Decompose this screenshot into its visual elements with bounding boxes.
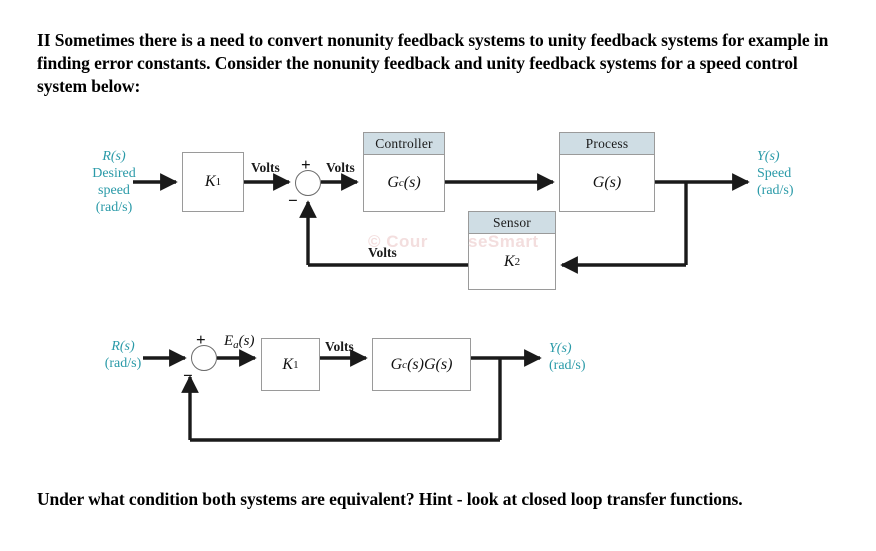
diagram2-output-label: Y(s) (rad/s)	[549, 340, 629, 374]
diagram1-process-body: G(s)	[592, 174, 622, 191]
diagram2-sum-plus-sign: +	[196, 330, 206, 349]
diagram1-output-label: Y(s) Speed (rad/s)	[757, 148, 841, 199]
diagram2-plant-g: G(s)	[423, 355, 453, 373]
diagram1-volts-label-before-sum: Volts	[251, 160, 280, 175]
watermark-part2: seSmart	[468, 232, 539, 251]
diagram1-input-units: (rad/s)	[95, 200, 133, 215]
diagram2-input-label: R(s) (rad/s)	[84, 338, 162, 372]
diagram2-output-symbol: Y(s)	[549, 341, 572, 356]
diagram1-sum-minus-sign: −	[288, 191, 298, 210]
diagram1-input-label: R(s) Desired speed (rad/s)	[76, 148, 152, 216]
diagram1-output-symbol: Y(s)	[757, 149, 780, 164]
diagram2-error-label: Ea(s)	[224, 333, 255, 351]
diagram2-error-tail: (s)	[238, 333, 255, 349]
diagram2-error-sub: a	[233, 339, 239, 351]
question-intro-text: II Sometimes there is a need to convert …	[37, 30, 829, 96]
diagram2-error-e: E	[224, 333, 234, 349]
diagram1-controller-header: Controller	[364, 133, 444, 155]
diagram1-controller-sub: c	[398, 177, 404, 189]
diagram2-gain-subscript: 1	[293, 358, 299, 371]
diagram2-output-units: (rad/s)	[549, 358, 586, 373]
diagram2-plant-tail: (s)	[407, 355, 424, 373]
diagram2-input-symbol: R(s)	[111, 339, 135, 354]
diagram1-sum-plus-sign: +	[301, 155, 311, 174]
diagram1-sensor-header: Sensor	[469, 212, 555, 234]
diagram1-controller-g: G	[387, 174, 399, 191]
diagram1-gain-symbol: K	[204, 173, 216, 190]
diagram2-gain-symbol: K	[282, 355, 294, 373]
diagram1-input-line2: Desired	[92, 166, 136, 181]
diagram1-volts-label-after-sum: Volts	[326, 160, 355, 175]
diagram1-input-symbol: R(s)	[102, 149, 126, 164]
watermark-part1: © Cour	[368, 232, 428, 251]
diagram2-sum-minus-sign: −	[183, 366, 193, 385]
diagram1-process-block: Process G(s)	[559, 132, 655, 212]
diagram2-plant-gc: G	[390, 355, 403, 373]
diagram1-gain-subscript: 1	[215, 176, 222, 188]
diagram2-plant-sub: c	[402, 358, 408, 371]
diagram1-output-line2: Speed	[757, 166, 792, 181]
question-closing-text: Under what condition both systems are eq…	[37, 489, 743, 509]
diagram1-controller-tail: (s)	[403, 174, 421, 191]
diagram1-sensor-k: K	[503, 252, 515, 270]
diagram1-output-units: (rad/s)	[757, 183, 794, 198]
diagram1-process-header: Process	[560, 133, 654, 155]
diagram1-sensor-sub: 2	[514, 255, 521, 268]
diagram1-summing-junction	[295, 170, 321, 196]
diagram2-volts-label: Volts	[325, 339, 354, 354]
diagram1-input-line3: speed	[98, 183, 130, 198]
diagram1-volts-label-feedback: Volts	[368, 245, 397, 260]
diagram2-input-units: (rad/s)	[104, 356, 142, 371]
diagram2-summing-junction	[191, 345, 217, 371]
